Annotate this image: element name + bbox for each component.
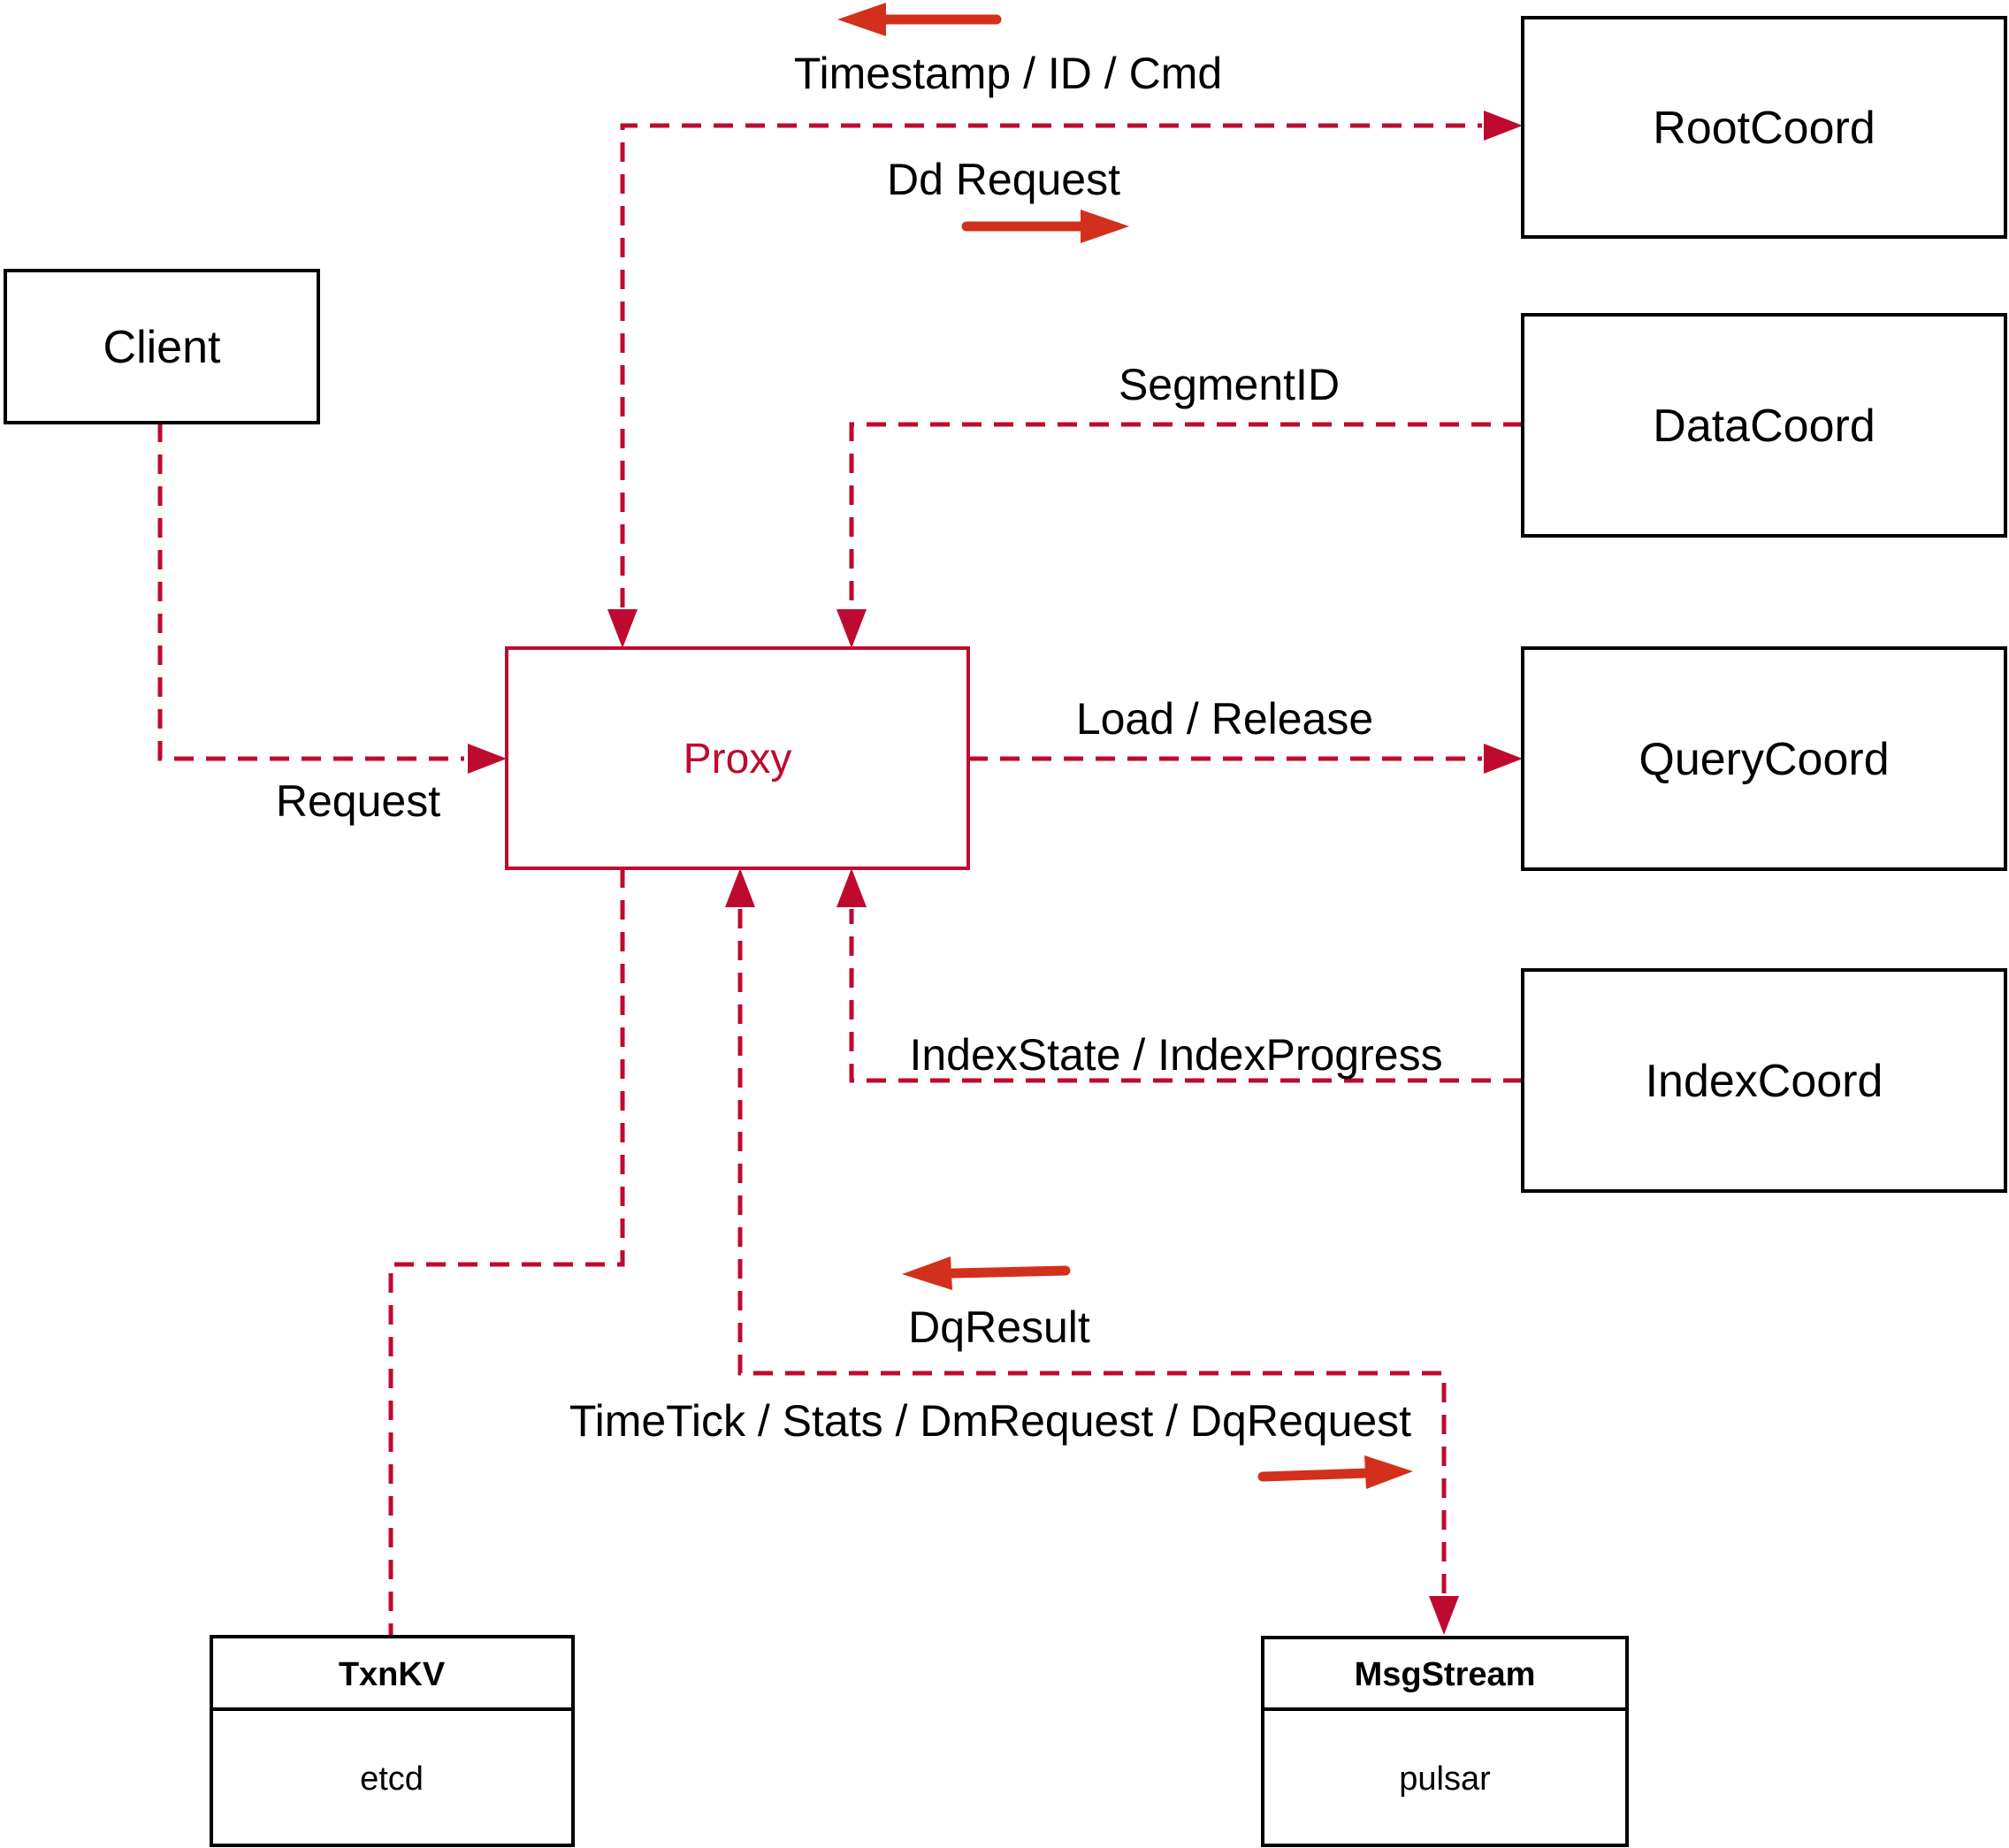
edge-label-request: Request [276,776,440,826]
right-arrow-icon [1081,210,1129,243]
txnkv-subtitle: etcd [360,1760,424,1798]
arrowhead-into-msgstream [1429,1596,1459,1635]
edge-label-index-state: IndexState / IndexProgress [909,1030,1442,1080]
edge-datacoord-to-proxy [849,422,1523,607]
querycoord-label: QueryCoord [1639,734,1889,785]
client-node [4,269,320,424]
edge-labels: Timestamp / ID / Cmd Dd Request Request … [276,49,1443,1446]
edge-label-segment-id: SegmentID [1119,360,1340,409]
left-arrow-shaft-dqresult [948,1265,1071,1279]
edge-label-timestamp-id-cmd: Timestamp / ID / Cmd [794,49,1222,98]
direction-arrows [837,3,1413,1489]
arrowhead-into-rootcoord [1484,111,1523,141]
edge-label-load-release: Load / Release [1076,694,1373,744]
edge-proxy-rootcoord [620,123,1482,607]
edge-proxy-txnkv [388,868,625,1637]
indexcoord-label: IndexCoord [1646,1056,1883,1107]
msgstream-title: MsgStream [1355,1656,1536,1693]
right-arrow-shaft-dqrequest [1257,1468,1372,1482]
txnkv-node [210,1635,575,1847]
edge-label-dd-request: Dd Request [887,155,1120,204]
edge-proxy-msgstream [737,909,1447,1596]
arrowhead-into-querycoord [1484,744,1523,774]
datacoord-label: DataCoord [1653,401,1875,452]
arrowhead-into-proxy-bottom-right [836,868,867,907]
edge-label-timetick: TimeTick / Stats / DmRequest / DqRequest [569,1396,1411,1446]
arrowhead-into-proxy-bottom-left [725,868,755,907]
arrowhead-into-proxy-top-right [836,609,867,648]
rootcoord-label: RootCoord [1653,103,1875,154]
rootcoord-node [1521,16,2007,239]
proxy-node [505,646,970,870]
right-arrow-icon-dqrequest [1364,1455,1413,1489]
msgstream-node [1261,1636,1629,1847]
left-arrow-icon-dqresult [902,1256,952,1290]
proxy-label: Proxy [684,736,792,783]
msgstream-subtitle: pulsar [1399,1760,1491,1798]
arrowhead-into-proxy-top-left [607,609,638,648]
left-arrow-icon [837,3,886,36]
querycoord-node [1521,646,2007,871]
indexcoord-node [1521,968,2007,1193]
arrowhead-into-proxy-left [468,744,507,774]
edge-client-to-proxy [157,423,464,761]
edges [157,111,1523,1637]
txnkv-title: TxnKV [339,1656,446,1693]
edge-indexcoord-to-proxy [849,909,1523,1083]
datacoord-node [1521,313,2007,538]
client-label: Client [103,322,221,373]
nodes: Client Proxy RootCoord DataCoord QueryCo… [4,16,2007,1847]
edge-label-dq-result: DqResult [908,1302,1090,1352]
